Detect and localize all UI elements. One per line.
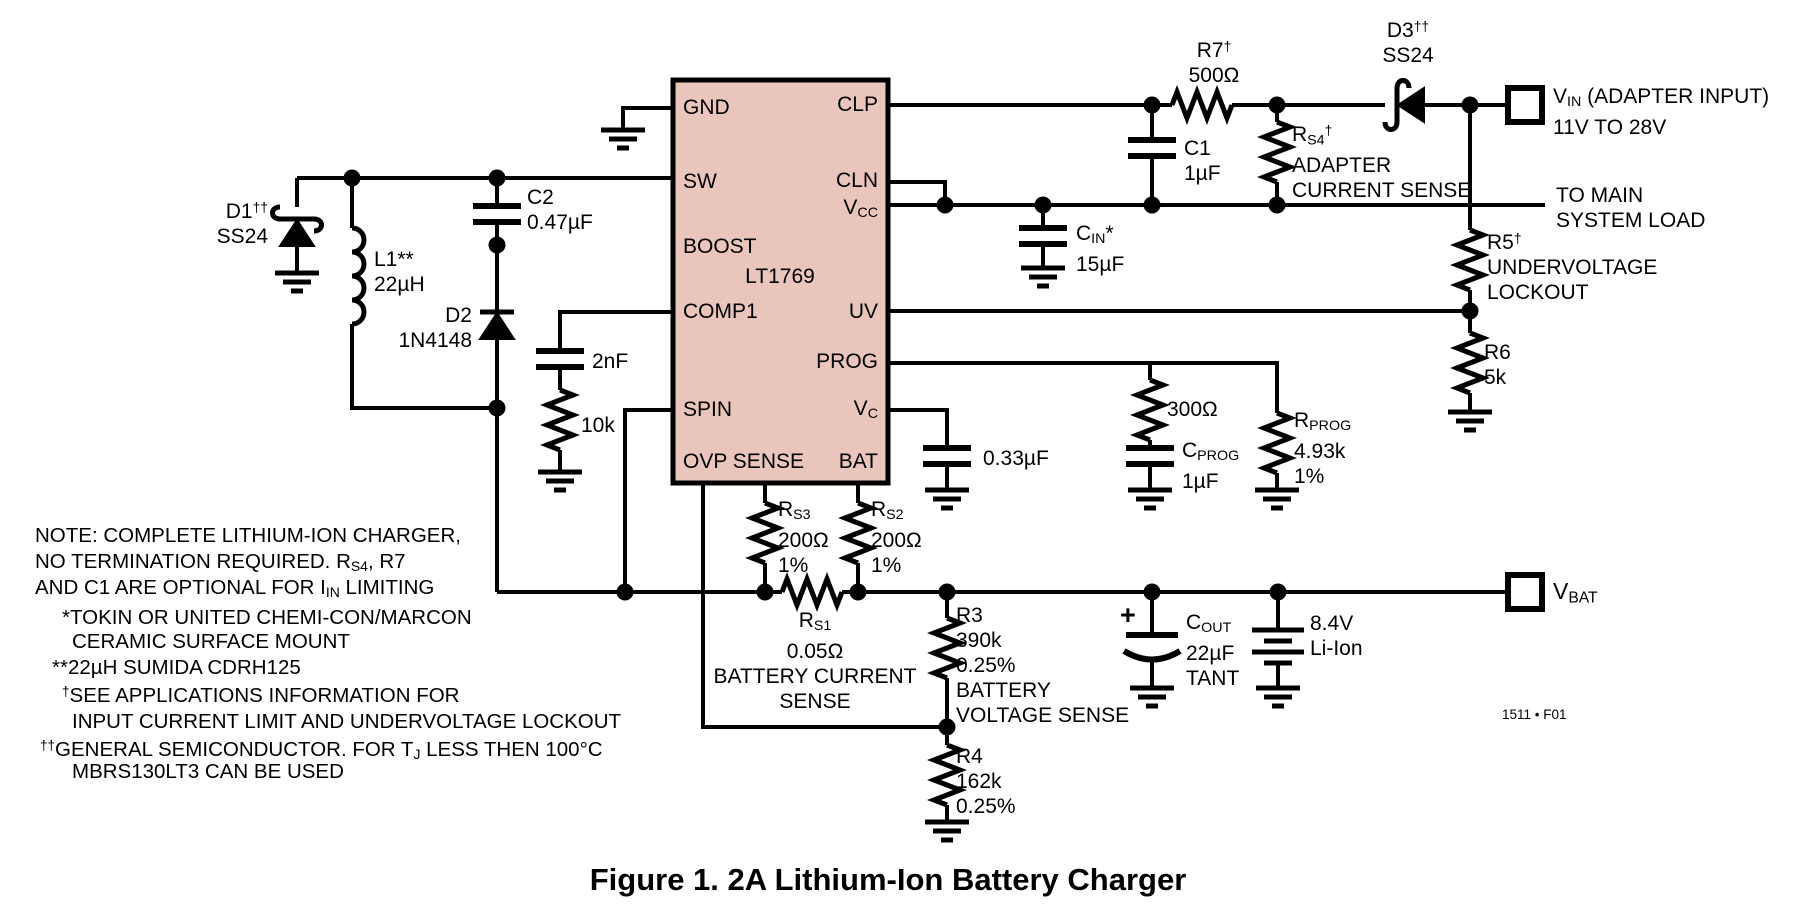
r5-resistor xyxy=(1457,230,1483,290)
comp-res-label: 10k xyxy=(581,414,615,437)
l1-inductor xyxy=(351,225,367,327)
r5-label: R5† UNDERVOLTAGE LOCKOUT xyxy=(1487,230,1658,305)
d1-schottky-diode xyxy=(273,207,322,246)
wires xyxy=(295,103,1545,820)
cin-capacitor xyxy=(1019,228,1067,244)
cout-label: COUT 22µF TANT xyxy=(1186,611,1240,691)
pin-comp1: COMP1 xyxy=(683,300,758,323)
c033-label: 0.33µF xyxy=(983,447,1049,470)
comp-cap-label: 2nF xyxy=(592,350,629,373)
r4-label: R4 162k 0.25% xyxy=(956,745,1016,818)
rs4-label: RS4† ADAPTER CURRENT SENSE xyxy=(1292,122,1472,203)
vin-label: VIN (ADAPTER INPUT) 11V TO 28V xyxy=(1553,85,1770,140)
d3-label: D3†† SS24 xyxy=(1382,18,1434,68)
note-line-2: NO TERMINATION REQUIRED. RS4, R7 xyxy=(35,550,406,575)
ground-symbol xyxy=(1255,490,1299,508)
r7-label: R7† 500Ω xyxy=(1188,38,1240,88)
cprog-capacitor xyxy=(1126,448,1174,464)
figure-caption: Figure 1. 2A Lithium-Ion Battery Charger xyxy=(589,862,1187,897)
rs1-label: RS1 0.05Ω BATTERY CURRENT SENSE xyxy=(713,609,917,714)
ground-symbol xyxy=(601,130,645,148)
note-line-3: AND C1 ARE OPTIONAL FOR IIN LIMITING xyxy=(35,576,435,601)
junction-dots xyxy=(343,96,1479,736)
r300-label: 300Ω xyxy=(1167,398,1218,421)
vbat-label: VBAT xyxy=(1553,578,1598,607)
note-line-4: *TOKIN OR UNITED CHEMI-CON/MARCON xyxy=(62,606,472,629)
cout-capacitor xyxy=(1122,632,1182,663)
rs3-resistor xyxy=(752,503,778,563)
rs2-resistor xyxy=(845,503,871,563)
pin-uv: UV xyxy=(848,300,878,323)
pin-vc: VC xyxy=(853,397,878,423)
figure-code: 1511 • F01 xyxy=(1502,707,1567,722)
note-line-8: INPUT CURRENT LIMIT AND UNDERVOLTAGE LOC… xyxy=(72,710,622,733)
c1-capacitor xyxy=(1128,140,1176,156)
ground-symbol xyxy=(1021,268,1065,286)
pin-cln: CLN xyxy=(835,169,878,192)
ground-symbol xyxy=(1448,412,1492,430)
c2-capacitor xyxy=(473,206,521,222)
pin-boost: BOOST xyxy=(683,235,757,258)
vbat-terminal xyxy=(1505,572,1545,612)
note-line-9: ††GENERAL SEMICONDUCTOR. FOR TJ LESS THE… xyxy=(40,738,603,763)
d1-label: D1†† SS24 xyxy=(216,199,268,249)
ground-symbol xyxy=(275,273,319,291)
l1-label: L1**22µH xyxy=(374,248,425,296)
vin-terminal xyxy=(1505,85,1545,125)
note-line-7: †SEE APPLICATIONS INFORMATION FOR xyxy=(62,684,460,708)
comp-10k-resistor xyxy=(547,390,573,450)
cin-label: CIN* 15µF xyxy=(1076,222,1125,277)
ground-symbol xyxy=(1128,490,1172,508)
rs1-resistor xyxy=(782,579,842,605)
rs2-label: RS2 200Ω 1% xyxy=(871,498,922,578)
ground-symbol xyxy=(1256,688,1300,706)
c033-capacitor xyxy=(923,448,971,464)
comp-2nf-capacitor xyxy=(536,351,584,367)
ground-symbol xyxy=(925,822,969,840)
ground-symbol xyxy=(1130,688,1174,706)
pin-clp: CLP xyxy=(837,93,878,116)
r6-resistor xyxy=(1457,333,1483,393)
ground-symbol xyxy=(538,472,582,490)
pin-gnd: GND xyxy=(683,96,730,119)
rprog-resistor xyxy=(1264,413,1290,473)
cout-plus-sign: + xyxy=(1120,600,1136,630)
pin-vcc: VCC xyxy=(843,196,878,222)
pin-prog: PROG xyxy=(816,350,878,373)
ic-body-lt1769 xyxy=(670,77,891,486)
r300-resistor xyxy=(1137,380,1163,440)
rs4-resistor xyxy=(1264,122,1290,182)
battery-symbol xyxy=(1252,627,1304,666)
note-line-5: CERAMIC SURFACE MOUNT xyxy=(72,630,350,653)
note-line-1: NOTE: COMPLETE LITHIUM-ION CHARGER, xyxy=(35,524,461,547)
pin-spin: SPIN xyxy=(683,398,733,421)
rprog-label: RPROG 4.93k 1% xyxy=(1294,409,1352,489)
note-line-10: MBRS130LT3 CAN BE USED xyxy=(72,760,344,783)
ic-part-number: LT1769 xyxy=(745,265,815,288)
rs3-label: RS3 200Ω 1% xyxy=(778,498,829,578)
d2-diode xyxy=(480,312,514,339)
pin-bat: BAT xyxy=(838,450,878,473)
cprog-label: CPROG 1µF xyxy=(1182,439,1240,494)
r7-resistor xyxy=(1172,92,1232,118)
pin-ovp-sense: OVP SENSE xyxy=(683,450,804,473)
r3-label: R3 390k 0.25% BATTERY VOLTAGE SENSE xyxy=(956,604,1130,727)
note-line-6: **22µH SUMIDA CDRH125 xyxy=(52,656,301,679)
ground-symbol xyxy=(925,490,969,508)
pin-sw: SW xyxy=(683,170,717,193)
